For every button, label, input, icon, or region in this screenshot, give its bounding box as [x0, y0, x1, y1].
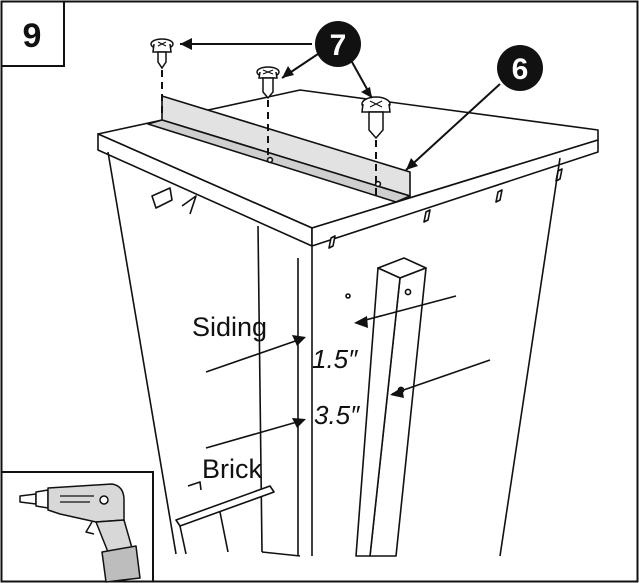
dimension-lines — [205, 295, 491, 449]
step-number-box: 9 — [0, 0, 65, 67]
tool-inset — [1, 471, 154, 583]
step-number: 9 — [23, 17, 42, 55]
callout-6-number: 6 — [512, 53, 529, 86]
brick-depth-label: 3.5″ — [314, 400, 360, 430]
dimension-arrowheads — [292, 316, 404, 428]
screw-middle — [256, 66, 280, 100]
siding-depth-label: 1.5″ — [312, 344, 358, 374]
mounting-bracket — [147, 95, 411, 203]
power-drill-icon — [19, 483, 141, 583]
callout-7-badge — [315, 21, 361, 67]
siding-label: Siding — [192, 312, 267, 342]
screw-right — [361, 96, 391, 140]
callout-6: 6 — [405, 45, 543, 171]
callout-6-badge — [497, 45, 543, 91]
callout-7-number: 7 — [330, 29, 347, 62]
side-bracket — [345, 257, 427, 557]
brick-label: Brick — [202, 454, 262, 484]
screw-guides — [161, 70, 377, 196]
screw-left — [150, 38, 174, 70]
callout-7: 7 — [180, 21, 373, 99]
